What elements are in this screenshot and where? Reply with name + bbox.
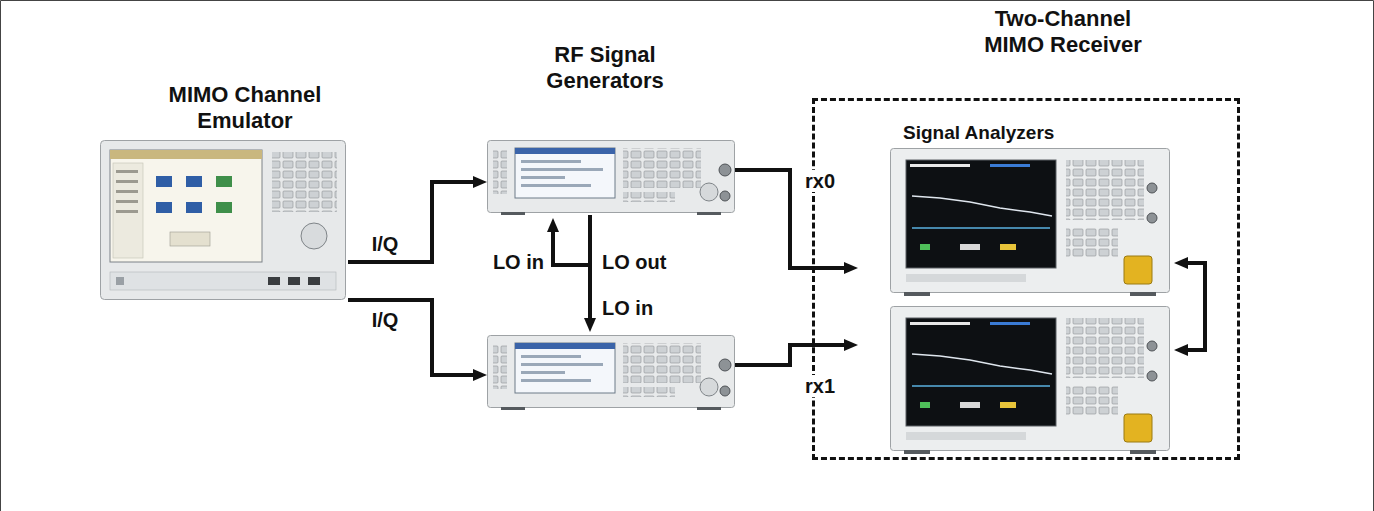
signal-analyzer-picture [891, 307, 1170, 455]
signal-arrow [348, 182, 473, 262]
signal-arrow [348, 300, 473, 375]
signal-arrow [735, 345, 844, 365]
sync-wire [1188, 263, 1205, 350]
signal-label: rx0 [803, 170, 837, 192]
group-heading: Two-Channel MIMO Receiver [973, 6, 1153, 58]
signal-analyzer-picture [891, 149, 1170, 297]
channel-emulator-picture [101, 141, 346, 300]
group-heading: MIMO Channel Emulator [159, 82, 331, 134]
lo-wire [553, 232, 590, 265]
instrument-panel: MIMO Channel Emulator [100, 80, 348, 302]
signal-label: I/Q [370, 309, 401, 331]
signal-label: I/Q [370, 233, 401, 255]
port-label: LO out [600, 251, 668, 273]
analyzer-group: Signal Analyzers [858, 118, 1175, 456]
signal-label: rx1 [803, 375, 837, 397]
group-heading: Signal Analyzers [903, 122, 1054, 144]
instrument-group: RF Signal Generators [487, 40, 735, 415]
receiver-group: Signal AnalyzersTwo-Channel MIMO Receive… [812, 98, 1240, 460]
port-label: LO in [600, 297, 655, 319]
group-heading: RF Signal Generators [525, 42, 685, 94]
signal-arrow [735, 170, 844, 268]
signal-generator-picture [488, 336, 735, 411]
port-label: LO in [491, 251, 546, 273]
signal-generator-picture [488, 141, 735, 216]
